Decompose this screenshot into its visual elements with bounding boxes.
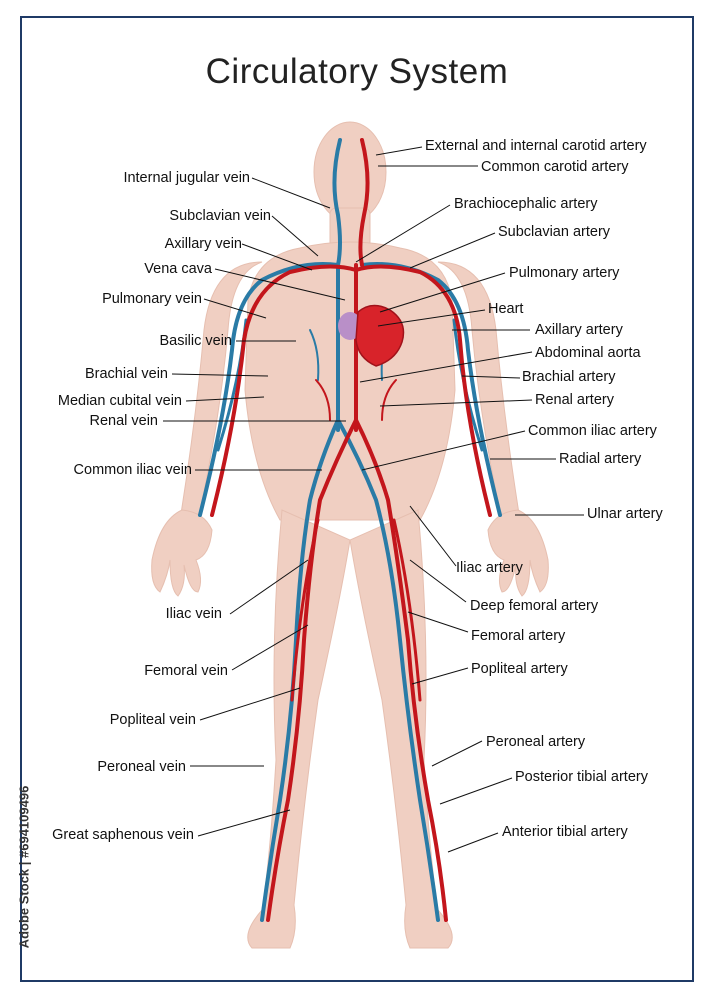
label-femoral-vein: Femoral vein [144, 663, 228, 679]
label-iliac-artery: Iliac artery [456, 560, 523, 576]
label-vena-cava: Vena cava [144, 261, 212, 277]
arteries [210, 138, 492, 922]
label-renal-vein: Renal vein [89, 413, 158, 429]
label-femoral-artery: Femoral artery [471, 628, 566, 644]
diagram-title: Circulatory System [205, 52, 509, 91]
label-subclavian-artery: Subclavian artery [498, 224, 611, 240]
label-axillary-artery: Axillary artery [535, 322, 623, 338]
leader-lines [163, 146, 584, 853]
label-common-iliac-vein: Common iliac vein [73, 462, 192, 478]
label-radial-artery: Radial artery [559, 451, 642, 467]
label-great-saphenous-vein: Great saphenous vein [52, 827, 194, 843]
label-external-internal-carotid-artery: External and internal carotid artery [425, 138, 647, 154]
label-brachiocephalic-artery: Brachiocephalic artery [454, 196, 598, 212]
label-deep-femoral-artery: Deep femoral artery [470, 598, 599, 614]
label-renal-artery: Renal artery [535, 392, 614, 408]
label-axillary-vein: Axillary vein [164, 236, 242, 252]
label-anterior-tibial-artery: Anterior tibial artery [502, 824, 628, 840]
label-basilic-vein: Basilic vein [159, 333, 232, 349]
stock-id-watermark: Adobe Stock | #694109496 [16, 785, 32, 949]
label-posterior-tibial-artery: Posterior tibial artery [515, 769, 648, 785]
label-common-carotid-artery: Common carotid artery [481, 159, 629, 175]
label-heart: Heart [488, 301, 524, 317]
label-pulmonary-artery: Pulmonary artery [509, 265, 620, 281]
label-median-cubital-vein: Median cubital vein [57, 393, 182, 409]
label-peroneal-artery: Peroneal artery [486, 734, 586, 750]
heart-shape [338, 304, 405, 367]
label-abdominal-aorta: Abdominal aorta [535, 345, 641, 361]
label-iliac-vein: Iliac vein [165, 606, 222, 622]
label-peroneal-vein: Peroneal vein [97, 759, 186, 775]
label-internal-jugular-vein: Internal jugular vein [123, 170, 250, 186]
label-pulmonary-vein: Pulmonary vein [102, 291, 202, 307]
label-common-iliac-artery: Common iliac artery [528, 423, 657, 439]
label-brachial-artery: Brachial artery [522, 369, 616, 385]
label-popliteal-vein: Popliteal vein [109, 712, 196, 728]
label-ulnar-artery: Ulnar artery [587, 506, 663, 522]
label-subclavian-vein: Subclavian vein [169, 208, 271, 224]
label-popliteal-artery: Popliteal artery [471, 661, 568, 677]
diagram-frame [20, 16, 694, 982]
label-brachial-vein: Brachial vein [84, 366, 168, 382]
